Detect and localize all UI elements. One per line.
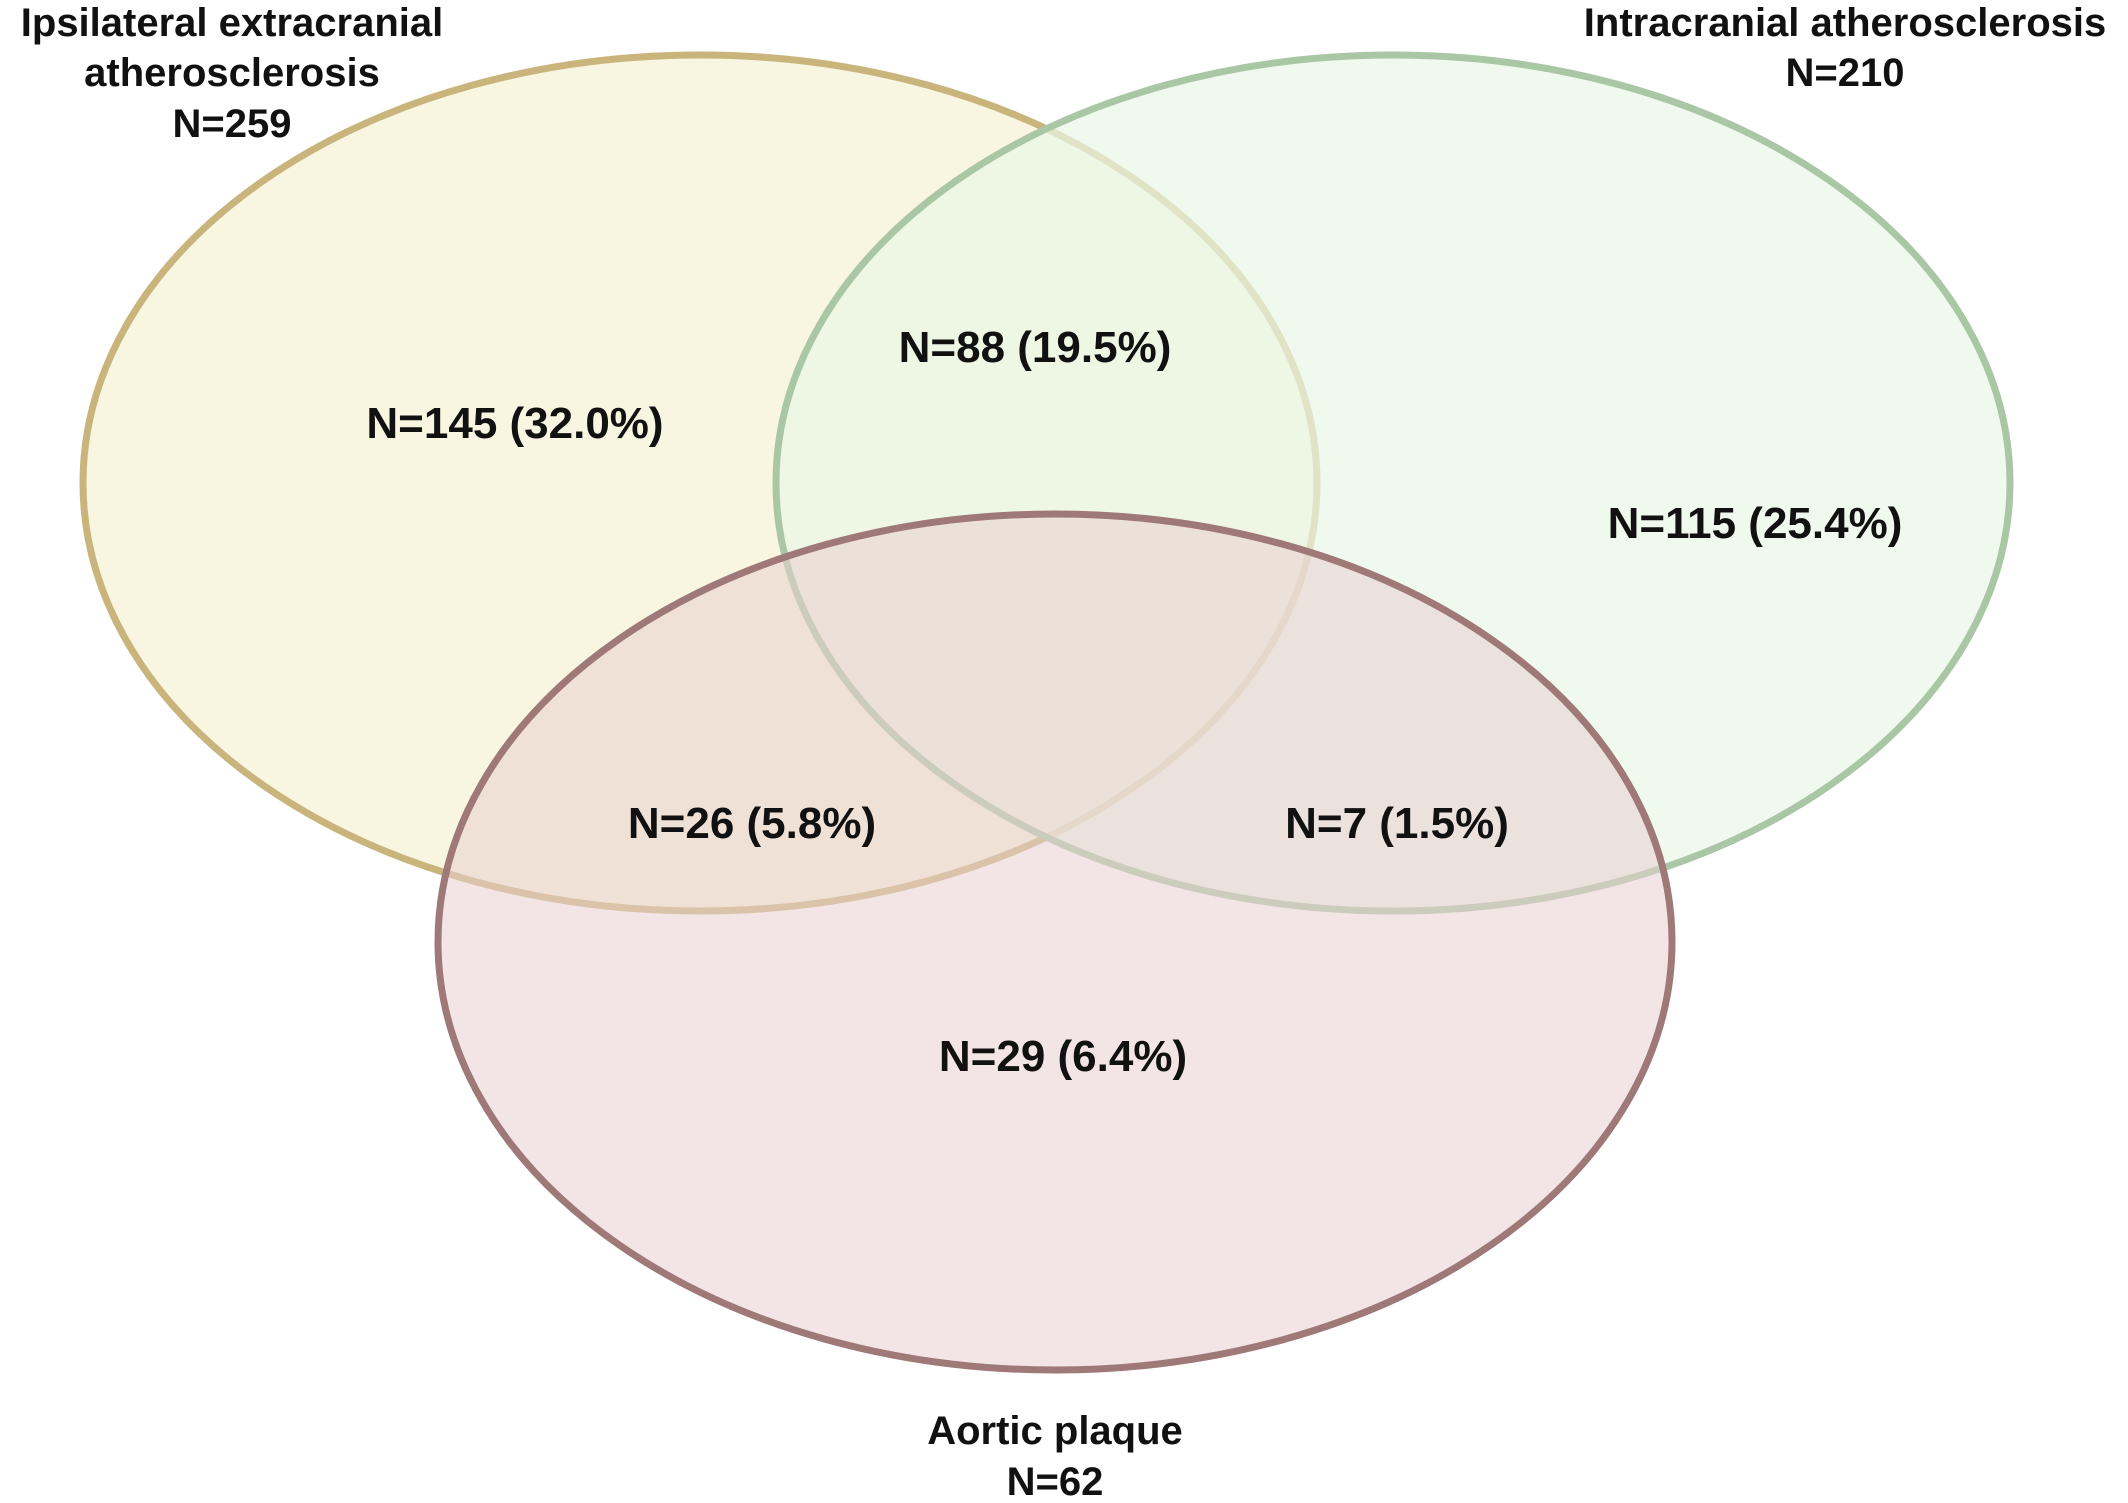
intracranial-set-label: Intracranial atherosclerosis N=210 <box>1584 1 2106 95</box>
region-extracranial-intracranial: N=88 (19.5%) <box>899 323 1172 372</box>
aortic-total: N=62 <box>1007 1460 1104 1503</box>
aortic-name: Aortic plaque <box>927 1409 1183 1453</box>
intracranial-name-line1: Intracranial atherosclerosis <box>1584 1 2106 45</box>
region-intracranial-only: N=115 (25.4%) <box>1608 499 1903 548</box>
region-extracranial-aortic: N=26 (5.8%) <box>628 799 876 848</box>
intracranial-total: N=210 <box>1786 51 1905 95</box>
region-intracranial-aortic: N=7 (1.5%) <box>1285 799 1509 848</box>
aortic-ellipse <box>434 510 1676 1374</box>
region-aortic-only: N=29 (6.4%) <box>939 1032 1187 1081</box>
extracranial-total: N=259 <box>173 102 292 146</box>
extracranial-set-label: Ipsilateral extracranial atherosclerosis… <box>21 1 443 146</box>
region-extracranial-only: N=145 (32.0%) <box>366 399 663 448</box>
extracranial-name-line1: Ipsilateral extracranial <box>21 1 443 45</box>
extracranial-name-line2: atherosclerosis <box>84 51 380 95</box>
aortic-set-label: Aortic plaque N=62 <box>927 1409 1183 1503</box>
